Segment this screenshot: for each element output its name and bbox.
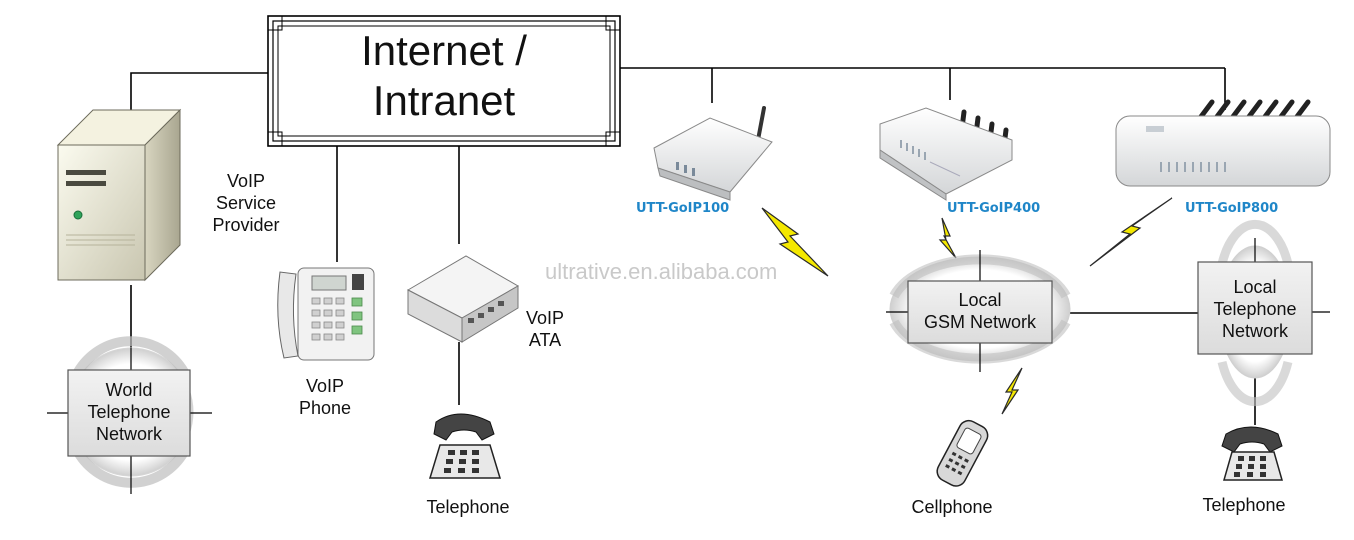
goip800-label: UTT-GoIP800 xyxy=(1185,201,1279,216)
cellphone-icon xyxy=(936,419,989,487)
goip800-device-icon xyxy=(1115,99,1331,187)
telephone-right-icon xyxy=(1221,426,1283,481)
voip-provider-label: VoIP Service Provider xyxy=(196,170,296,236)
voip-phone-line2: Phone xyxy=(298,398,352,418)
local-telephone-network-symbol xyxy=(1197,219,1330,407)
voip-provider-line3: Provider xyxy=(212,215,280,235)
local-telephone-network-label: Local Telephone Network xyxy=(1198,276,1312,342)
goip100-device-icon xyxy=(653,106,773,201)
telephone-left-icon xyxy=(428,413,502,479)
internet-title-line1: Internet / xyxy=(361,27,527,74)
goip100-label: UTT-GoIP100 xyxy=(636,201,730,216)
internet-box xyxy=(267,15,621,147)
internet-title-line2: Intranet xyxy=(372,77,516,124)
gsm-network-label: Local GSM Network xyxy=(908,289,1052,333)
voip-provider-line1: VoIP xyxy=(226,171,266,191)
lightning-icon xyxy=(761,207,829,277)
voip-phone-label: VoIP Phone xyxy=(285,375,365,419)
wireless-links xyxy=(761,197,1173,415)
internet-title: Internet / Intranet xyxy=(278,26,610,126)
gsm-network-line1: Local xyxy=(958,290,1002,310)
voip-ata-line2: ATA xyxy=(528,330,562,350)
local-network-line2: Telephone xyxy=(1213,299,1297,319)
line-server-internet xyxy=(130,72,268,110)
lightning-icon xyxy=(938,217,957,259)
local-network-line1: Local xyxy=(1233,277,1277,297)
voip-ata-line1: VoIP xyxy=(525,308,565,328)
goip400-device-icon xyxy=(879,107,1013,201)
gsm-network-line2: GSM Network xyxy=(923,312,1037,332)
goip400-label: UTT-GoIP400 xyxy=(947,201,1041,216)
world-network-line1: World xyxy=(105,380,153,400)
cellphone-label: Cellphone xyxy=(911,497,993,517)
voip-ata-icon xyxy=(406,255,520,343)
telephone-right-label: Telephone xyxy=(1202,495,1286,515)
lightning-icon xyxy=(1089,197,1173,267)
server-tower-icon xyxy=(56,108,182,282)
voip-phone-line1: VoIP xyxy=(305,376,345,396)
gsm-network-symbol xyxy=(886,250,1071,372)
voip-phone-icon xyxy=(277,267,375,361)
telephone-left-label: Telephone xyxy=(426,497,510,517)
world-network-label: World Telephone Network xyxy=(68,379,190,445)
watermark-text: ultrative.en.alibaba.com xyxy=(545,259,778,284)
world-network-symbol xyxy=(47,336,212,494)
voip-ata-label: VoIP ATA xyxy=(510,307,580,351)
lightning-icon xyxy=(1001,367,1023,415)
local-network-line3: Network xyxy=(1221,321,1288,341)
world-network-line2: Telephone xyxy=(87,402,171,422)
voip-provider-line2: Service xyxy=(215,193,277,213)
world-network-line3: Network xyxy=(95,424,162,444)
